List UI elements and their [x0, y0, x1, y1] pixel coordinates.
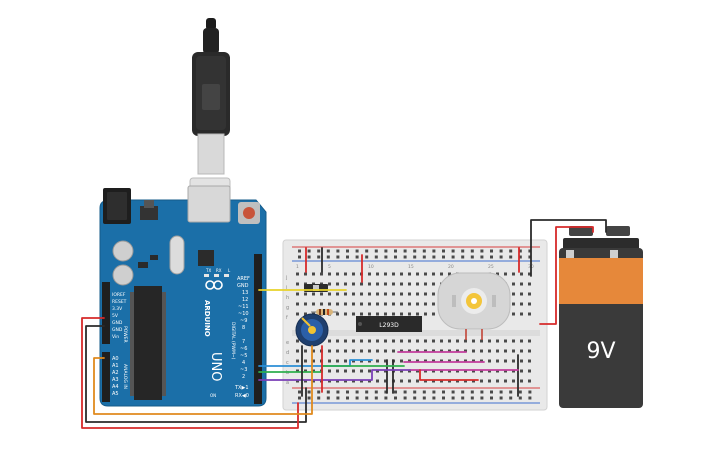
- battery-label: 9V: [586, 339, 615, 364]
- pin-6-label: ~6: [240, 346, 247, 352]
- pin-a3-label: A3: [112, 377, 119, 383]
- pin-12-label: 12: [242, 297, 248, 303]
- wire-pin2-purple[interactable]: [258, 369, 411, 381]
- pin-a1-label: A1: [112, 363, 119, 369]
- on-label: ON: [210, 393, 216, 398]
- pin-5-label: ~5: [240, 353, 247, 359]
- voltage-regulator: [140, 206, 158, 220]
- power-header: [102, 282, 110, 344]
- row-label-i: i: [286, 285, 287, 291]
- ic-label: L293D: [379, 322, 399, 329]
- pin-9-label: ~9: [240, 318, 247, 324]
- pin-3v3-label: 3.3V: [112, 306, 123, 312]
- column-number-15: 15: [408, 264, 414, 270]
- pin-a2-label: A2: [112, 370, 119, 376]
- row-label-a: a: [286, 380, 289, 386]
- row-label-d: d: [286, 350, 289, 356]
- pin-a0-label: A0: [112, 356, 119, 362]
- pin-aref-label: AREF: [237, 276, 250, 282]
- pin-a5-label: A5: [112, 391, 119, 397]
- wire-pin4-blue[interactable]: [258, 359, 373, 367]
- pin-1-label: TX▶1: [234, 385, 249, 391]
- pin-gnd1-label: GND: [112, 320, 123, 326]
- column-number-20: 20: [448, 264, 454, 270]
- wire-a0-orange[interactable]: [93, 345, 313, 415]
- row-label-h: h: [286, 295, 289, 301]
- resistor[interactable]: [311, 309, 338, 315]
- row-label-b: b: [286, 370, 289, 376]
- column-number-10: 10: [368, 264, 374, 270]
- analog-header: [102, 352, 110, 402]
- capacitor-1-icon: [112, 240, 134, 262]
- breadboard-holes: [296, 249, 532, 400]
- rx-label: RX: [216, 268, 222, 273]
- pin-10-label: ~10: [238, 311, 249, 317]
- pin-7-label: 7: [242, 339, 245, 345]
- analog-in-label: ANALOG IN: [122, 364, 128, 389]
- row-label-e: e: [286, 340, 289, 346]
- potentiometer[interactable]: [295, 313, 329, 347]
- pin-8-label: 8: [242, 325, 245, 331]
- pin-gnd2-label: GND: [112, 327, 123, 333]
- digital-label: DIGITAL (PWM~): [230, 322, 236, 360]
- pin-gnd-label: GND: [237, 283, 249, 289]
- arduino-logo-icon: [205, 280, 223, 290]
- capacitor-2-icon: [112, 264, 134, 286]
- crystal-icon: [169, 235, 185, 275]
- column-number-25: 25: [488, 264, 494, 270]
- wire-battery-positive[interactable]: [539, 226, 594, 325]
- power-label: POWER: [122, 326, 128, 343]
- pin-3-label: ~3: [240, 367, 247, 373]
- l-label: L: [228, 268, 231, 273]
- usb-chip: [198, 250, 214, 266]
- digital-header: [254, 254, 262, 404]
- model-label: UNO: [208, 352, 223, 381]
- row-label-j: j: [285, 275, 287, 281]
- battery-9v[interactable]: 9V: [559, 226, 643, 408]
- wire-5v-red[interactable]: [81, 317, 299, 429]
- column-number-5: 5: [328, 264, 331, 270]
- pin-0-label: RX◀0: [235, 393, 249, 399]
- wire-battery-negative[interactable]: [530, 219, 607, 277]
- arduino-uno-board[interactable]: AREF GND 13 12 ~11 ~10 ~9 8 7 ~6 ~5 4 ~3…: [99, 185, 267, 407]
- pin-11-label: ~11: [238, 304, 249, 310]
- atmega-chip: [134, 286, 162, 400]
- tx-label: TX: [205, 268, 211, 273]
- pin-2-label: 2: [242, 374, 245, 380]
- usb-port: [187, 185, 231, 223]
- pin-vin-label: Vin: [112, 334, 119, 340]
- row-label-g: g: [286, 305, 289, 311]
- pin-reset-label: RESET: [112, 299, 127, 305]
- usb-cable[interactable]: [189, 18, 231, 215]
- pin-5v-label: 5V: [112, 313, 119, 319]
- pin-4-label: 4: [242, 360, 245, 366]
- pin-13-label: 13: [242, 290, 248, 296]
- wire-gnd-black[interactable]: [85, 325, 307, 423]
- wire-motor-red[interactable]: [419, 369, 479, 381]
- column-number-1: 1: [296, 264, 299, 270]
- l293d-ic[interactable]: L293D: [356, 316, 422, 332]
- dc-motor[interactable]: [437, 272, 511, 340]
- brand-label: ARDUINO: [203, 300, 211, 337]
- pin-ioref-label: IOREF: [112, 292, 126, 298]
- row-label-f: f: [286, 315, 288, 321]
- row-label-c: c: [286, 360, 289, 366]
- pin-a4-label: A4: [112, 384, 119, 390]
